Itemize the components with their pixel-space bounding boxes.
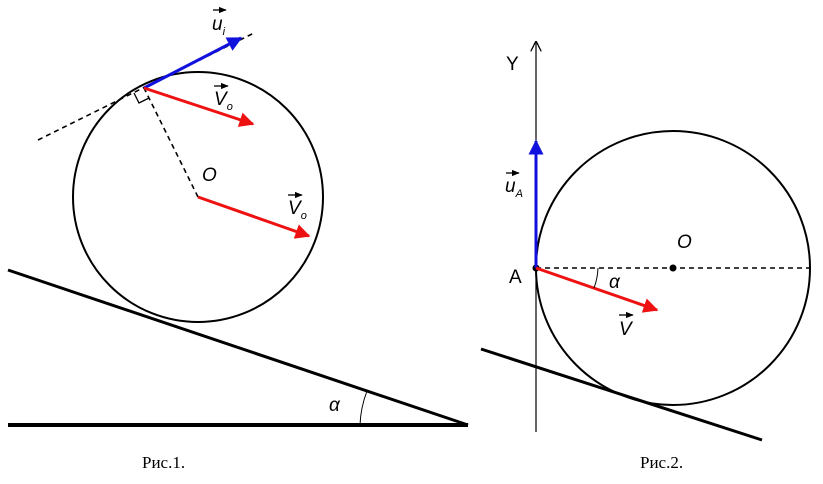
- svg-text:Vo: Vo: [214, 89, 233, 113]
- point-a-label: A: [509, 267, 522, 288]
- symbol: u: [212, 14, 223, 35]
- symbol: V: [214, 89, 229, 110]
- figure-1: α O ui Vo Vo Рис.1.: [7, 6, 469, 472]
- figure-2: Y α A O uA V Рис.2.: [480, 42, 811, 472]
- caption-2: Рис.2.: [640, 453, 683, 472]
- subscript: i: [223, 26, 226, 38]
- velocity-label-center-1: Vo: [288, 191, 307, 222]
- point-velocity-label-1: ui: [212, 6, 227, 38]
- velocity-arrow-point-1: [143, 86, 255, 127]
- wheel-1: [72, 71, 324, 323]
- angle-label-2: α: [609, 272, 621, 293]
- angle-arc-1: [359, 390, 368, 426]
- velocity-label-point-1: Vo: [214, 82, 233, 113]
- right-angle-marker: [133, 92, 150, 104]
- point-velocity-arrow-1: [143, 36, 243, 90]
- angle-arc-2: [593, 267, 599, 289]
- center-label-2: O: [677, 232, 692, 253]
- subscript: o: [301, 210, 307, 222]
- subscript: o: [227, 101, 233, 113]
- center-label-1: O: [202, 165, 217, 186]
- center-point-2: [669, 264, 677, 272]
- symbol: u: [505, 176, 516, 197]
- incline-line: [7, 268, 469, 427]
- velocity-label-2: V: [619, 311, 634, 340]
- caption-1: Рис.1.: [142, 453, 185, 472]
- point-velocity-label-2: uA: [505, 169, 523, 200]
- radius-dashed-line: [143, 87, 199, 198]
- svg-text:ui: ui: [212, 14, 226, 38]
- svg-text:uA: uA: [505, 176, 523, 200]
- subscript: A: [515, 188, 523, 200]
- angle-label-1: α: [329, 395, 341, 416]
- svg-text:Vo: Vo: [288, 198, 307, 222]
- symbol: V: [619, 319, 634, 340]
- velocity-arrow-2: [535, 266, 659, 313]
- symbol: V: [288, 198, 303, 219]
- velocity-arrow-center-1: [197, 195, 311, 239]
- y-axis-label: Y: [506, 54, 519, 75]
